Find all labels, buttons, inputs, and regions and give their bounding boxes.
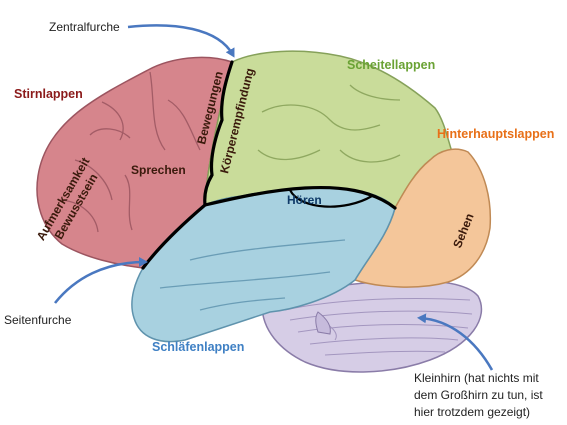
cerebellum-note: Kleinhirn (hat nichts mit dem Großhirn z…: [414, 370, 543, 421]
gyri-parietal: [257, 84, 401, 163]
cerebellum-note-line3: hier trotzdem gezeigt): [414, 405, 531, 419]
cerebellum-note-line2: dem Großhirn zu tun, ist: [414, 388, 543, 402]
cerebellum-arrow: [417, 313, 494, 371]
hearing-label: Hören: [287, 193, 322, 207]
central-sulcus-label: Zentralfurche: [49, 20, 120, 34]
gyri-frontal: [57, 71, 201, 233]
central-sulcus: [203, 60, 234, 207]
frontal-lobe-label: Stirnlappen: [14, 87, 83, 101]
speech-label: Sprechen: [131, 163, 186, 177]
cerebellum: [261, 279, 483, 373]
cerebellum-note-line1: Kleinhirn (hat nichts mit: [414, 371, 539, 385]
lateral-sulcus-label: Seitenfurche: [4, 313, 72, 327]
lateral-sulcus-arrow: [53, 257, 148, 304]
lateral-sulcus: [141, 185, 397, 270]
brain-stem: [315, 311, 331, 335]
occipital-lobe-label: Hinterhauptslappen: [437, 127, 555, 141]
gyri-temporal: [159, 239, 346, 311]
temporal-lobe-label: Schläfenlappen: [152, 340, 245, 354]
central-sulcus-arrow: [127, 24, 235, 58]
parietal-lobe-label: Scheitellappen: [347, 58, 436, 72]
auditory-cortex-boundary: [288, 188, 374, 208]
